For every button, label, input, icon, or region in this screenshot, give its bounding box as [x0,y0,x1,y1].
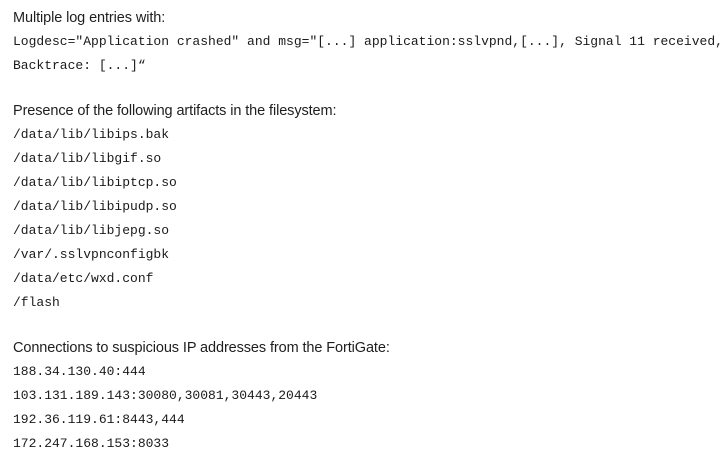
filesystem-artifact-list: /data/lib/libips.bak /data/lib/libgif.so… [13,123,728,315]
list-item: /data/lib/libips.bak [13,127,170,142]
list-item: /var/.sslvpnconfigbk [13,247,170,262]
list-item: 192.36.119.61:8443,444 [13,412,185,427]
log-entry-line-1: Logdesc="Application crashed" and msg="[… [13,34,723,49]
section-log-entries: Multiple log entries with: Logdesc="Appl… [13,6,728,78]
section-suspicious-connections: Connections to suspicious IP addresses f… [13,336,728,456]
list-item: /data/etc/wxd.conf [13,271,154,286]
section-heading-log-entries: Multiple log entries with: [13,10,166,26]
list-item: 103.131.189.143:30080,30081,30443,20443 [13,388,318,403]
section-filesystem-artifacts: Presence of the following artifacts in t… [13,99,728,315]
list-item: /data/lib/libiptcp.so [13,175,177,190]
suspicious-ip-list: 188.34.130.40:444 103.131.189.143:30080,… [13,360,728,456]
list-item: /flash [13,295,60,310]
ioc-content: Multiple log entries with: Logdesc="Appl… [13,6,728,456]
section-heading-filesystem-artifacts: Presence of the following artifacts in t… [13,103,337,119]
list-item: /data/lib/libgif.so [13,151,162,166]
section-heading-suspicious-connections: Connections to suspicious IP addresses f… [13,340,390,356]
list-item: /data/lib/libjepg.so [13,223,170,238]
log-entry-line-2: Backtrace: [...]“ [13,58,146,73]
list-item: 172.247.168.153:8033 [13,436,170,451]
list-item: /data/lib/libipudp.so [13,199,177,214]
list-item: 188.34.130.40:444 [13,364,146,379]
